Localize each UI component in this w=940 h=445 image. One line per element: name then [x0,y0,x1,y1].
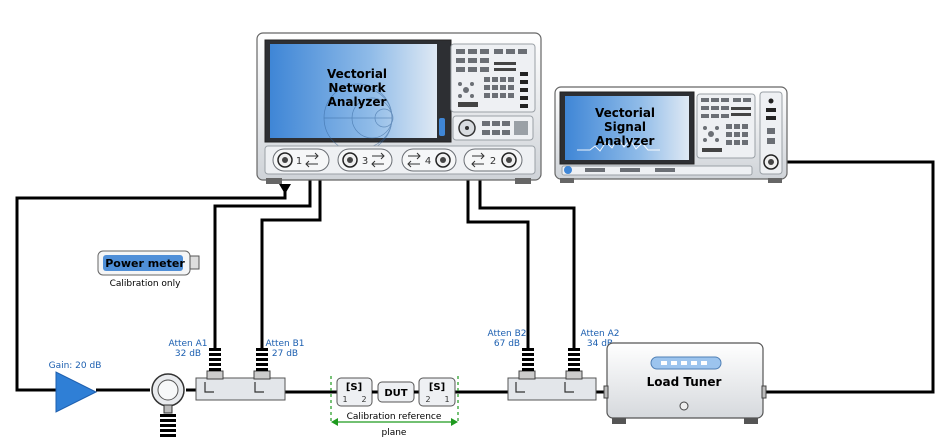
cable-tuner-to-vsa [764,160,935,394]
vna-port-1: 1 [272,148,330,172]
vna-title-line3: Analyzer [328,95,387,109]
isolator-termination [160,414,176,437]
atten-a2-value: 34 dB [587,339,613,349]
output-arrow-icon [279,184,291,194]
power-meter-label: Power meter [105,257,185,270]
fixture-left-title: [S] [346,382,362,393]
vsa-title-line2: Signal [604,120,646,134]
vsa-title-line3: Analyzer [596,134,655,148]
vna-port-2-label: 2 [490,156,496,167]
vsa-screen [565,96,689,160]
fixture-right-port-b: 1 [444,395,449,404]
attenuator-a2 [568,348,580,371]
atten-a1-name: Atten A1 [168,339,207,349]
attenuator-a1 [209,348,221,371]
vector-signal-analyzer: Vectorial Signal Analyzer [554,86,788,183]
load-tuner: Load Tuner [603,342,767,424]
attenuator-b2 [522,348,534,371]
load-tuner-indicator [679,401,689,411]
atten-b2-value: 67 dB [494,339,520,349]
vsa-keypad [701,98,751,152]
isolator [151,373,185,437]
power-meter: Power meter Calibration only [97,250,200,289]
cal-plane-label-line1: Calibration reference [347,412,442,422]
vna-port-1-label: 1 [296,156,302,167]
coupler-2 [507,370,597,401]
calibration-plane-arrow [331,418,458,426]
vna-port-3: 3 [337,148,393,172]
cable-port2-to-atten-b2 [466,160,530,348]
vector-network-analyzer: Vectorial Network Analyzer [256,32,542,194]
vsa-title-line1: Vectorial [595,106,655,120]
cable-port1-to-amplifier [15,190,287,392]
test-fixture: [S] 1 2 DUT [S] 2 1 Calibration referenc… [330,376,459,438]
cal-plane-label-line2: plane [382,428,407,438]
vna-port-2: 2 [463,148,523,172]
vna-port-4: 4 [401,148,457,172]
atten-a2-name: Atten A2 [580,329,619,339]
smith-chart [323,83,394,153]
vna-screen-indicator [439,118,445,136]
atten-b1-name: Atten B1 [265,339,304,349]
vna-screen [270,44,437,138]
load-tuner-label: Load Tuner [647,375,722,389]
vna-port-4-label: 4 [425,156,431,167]
vna-title-line1: Vectorial [327,67,387,81]
coupler-1 [195,370,286,401]
attenuator-b1 [256,348,268,371]
fixture-right-port-a: 2 [425,395,430,404]
cable-port2-to-atten-a2 [478,160,576,348]
power-meter-caption: Calibration only [110,279,182,289]
vna-title-line2: Network [328,81,386,95]
vsa-spectrum-trace [577,137,660,152]
atten-b1-value: 27 dB [272,349,298,359]
fixture-right-title: [S] [429,382,445,393]
amplifier-gain-label: Gain: 20 dB [49,361,102,371]
fixture-left-port-a: 1 [342,395,347,404]
cables [15,160,935,394]
cable-port1-to-atten-a1 [213,160,312,348]
vna-keypad [456,49,528,108]
cable-port1-to-atten-b1 [260,160,322,348]
fixture-left-port-b: 2 [361,395,366,404]
atten-a1-value: 32 dB [175,349,201,359]
atten-b2-name: Atten B2 [487,329,526,339]
dut-label: DUT [384,388,407,399]
amplifier: Gain: 20 dB [49,361,102,413]
vna-port-3-label: 3 [362,156,368,167]
